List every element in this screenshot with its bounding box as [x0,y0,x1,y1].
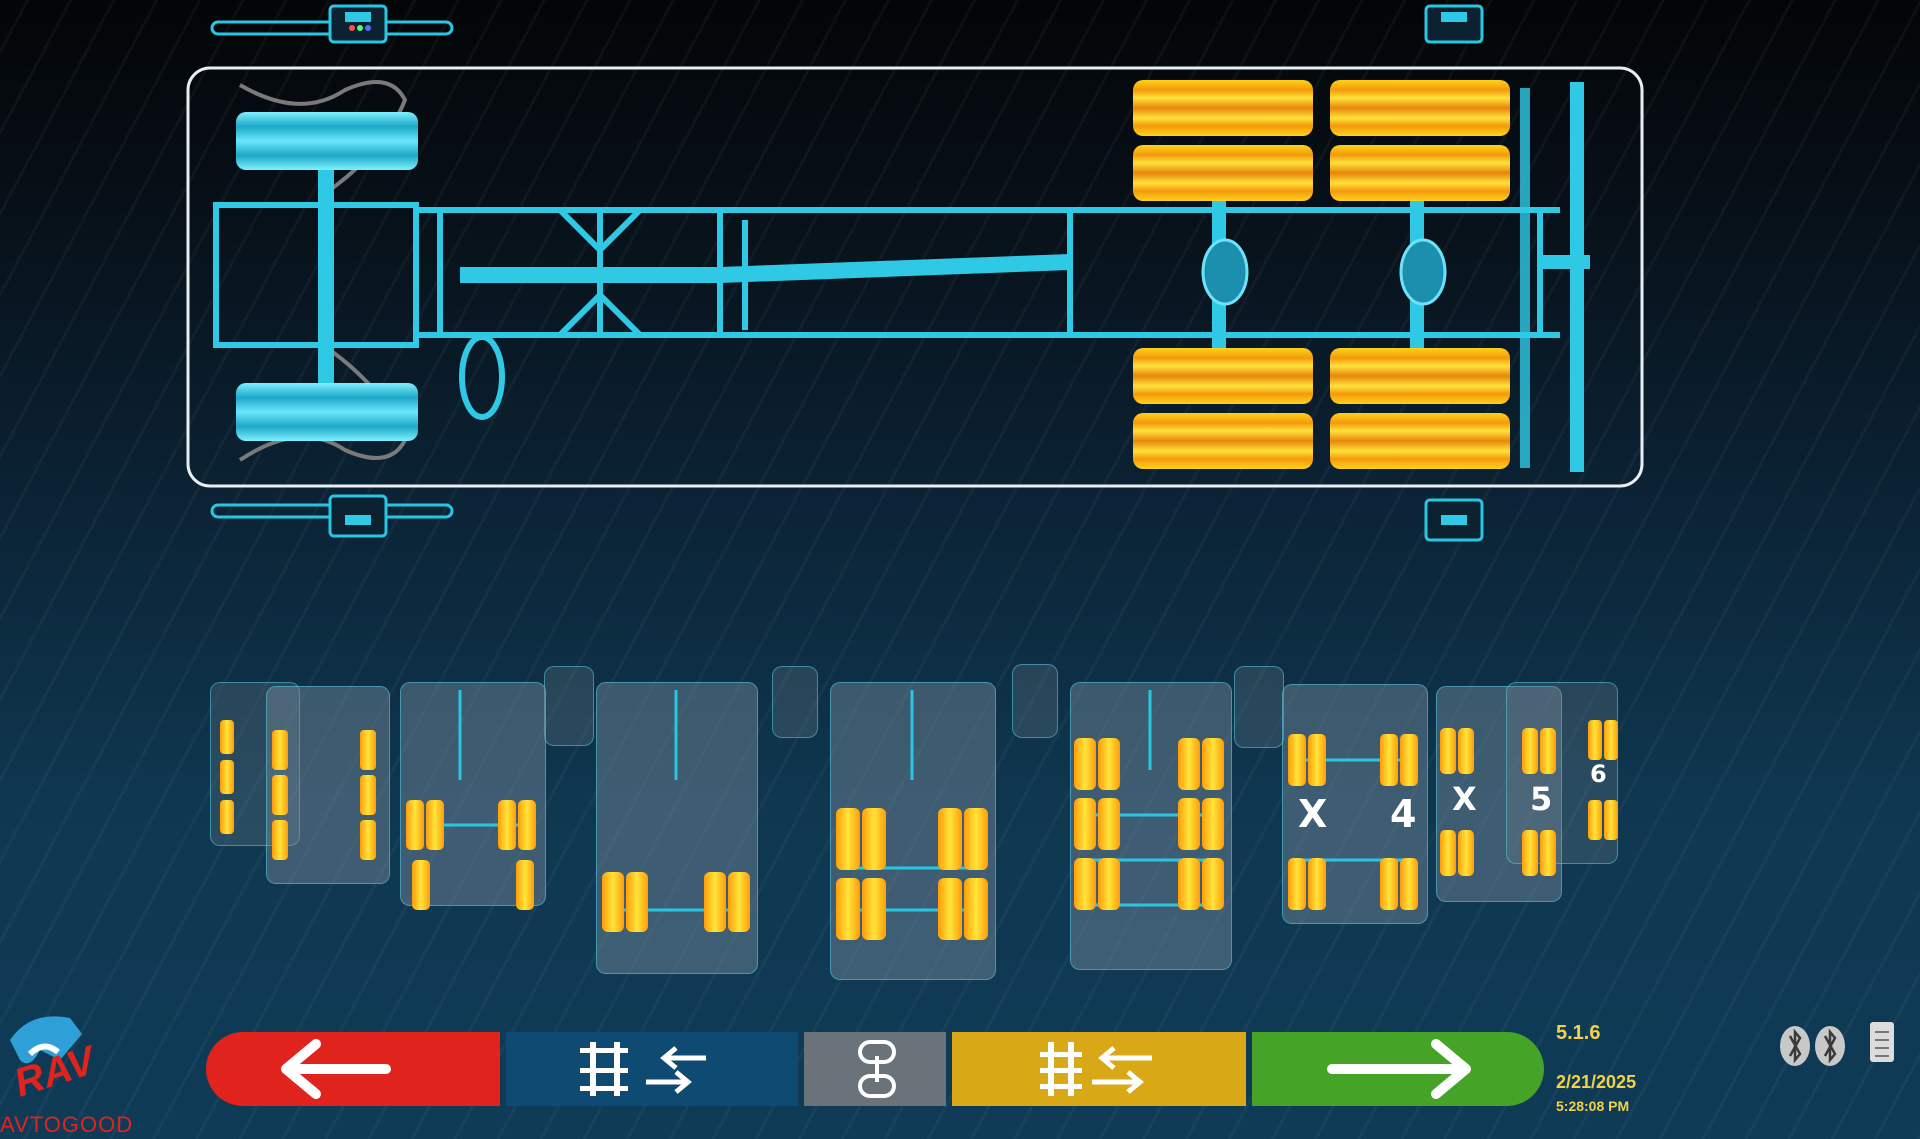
time-label: 5:28:08 PM [1556,1098,1630,1114]
config-label-axle-4: 4 [1390,792,1417,836]
chain-link-icon [858,1040,896,1098]
rear-tires [1133,80,1510,469]
arrow-right-icon [1327,1039,1471,1099]
config-thumb[interactable] [544,666,594,746]
date-label: 2/21/2025 [1556,1072,1637,1092]
axle-swap-icon [580,1042,706,1096]
back-button[interactable] [206,1032,500,1106]
front-right-tire [236,383,418,441]
document-icon[interactable] [1868,1020,1896,1064]
logo-subtext: AVTOGOOD [0,1112,134,1137]
axle-config-carousel[interactable]: X 4 X 5 6 [200,660,1640,980]
axle-config-button[interactable] [952,1032,1246,1106]
config-thumb[interactable] [1234,666,1284,748]
sensor-head-rear-left [1424,4,1484,44]
config-label-skip: X [1298,792,1328,836]
version-label: 5.1.6 [1556,1022,1601,1044]
config-label-axle-6: 6 [1590,760,1607,788]
sensor-head-front-left [210,4,454,44]
bluetooth-icon [1815,1026,1845,1066]
config-label-axle-5: 5 [1530,780,1553,818]
config-wheels [220,690,1618,940]
vehicle-frame-outline [186,66,1644,488]
config-thumb[interactable] [772,666,818,738]
axle-swap-button[interactable] [506,1032,798,1106]
chassis [213,202,1560,348]
next-button[interactable] [1252,1032,1544,1106]
config-thumb[interactable] [1012,664,1058,738]
link-button[interactable] [804,1032,946,1106]
brand-logo: RAV AVTOGOOD [0,1000,140,1139]
vehicle-diagram [0,0,1920,560]
sensor-head-front-right [210,494,454,538]
arrow-left-icon [281,1039,391,1099]
sensor-head-rear-right [1424,498,1484,542]
axle-config-icon [1040,1042,1152,1096]
bluetooth-status[interactable] [1778,1024,1848,1068]
bluetooth-icon [1780,1026,1810,1066]
config-label-skip: X [1452,780,1477,818]
front-left-tire [236,112,418,170]
